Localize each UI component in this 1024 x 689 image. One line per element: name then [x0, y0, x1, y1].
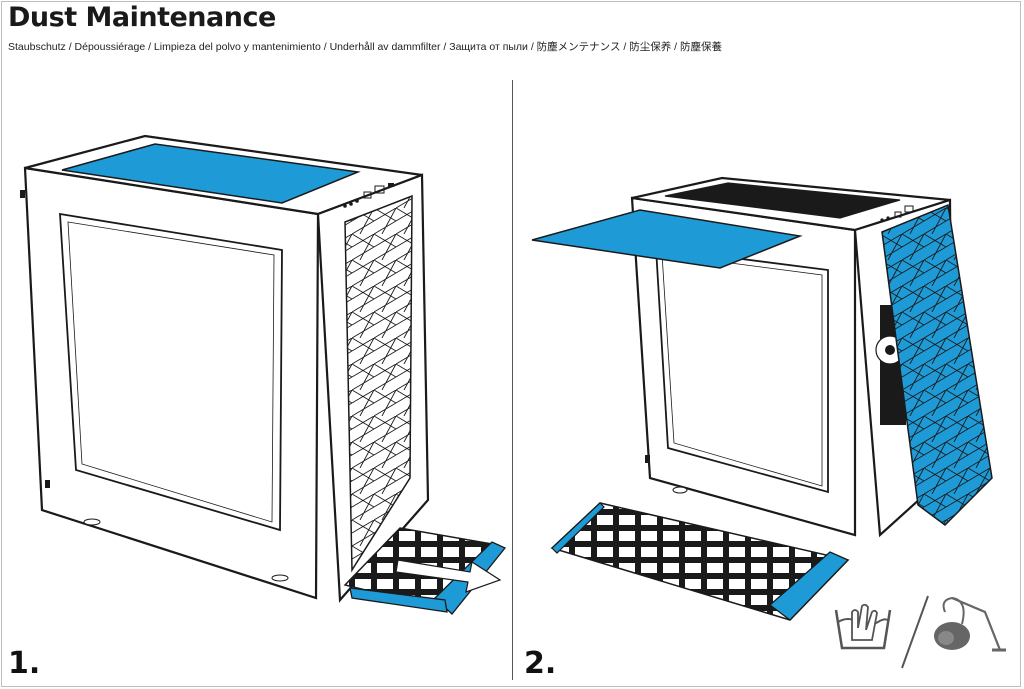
front-mesh-panel-removed-2 [881, 203, 993, 526]
front-mesh-panel-1 [344, 194, 413, 573]
panel-divider [512, 80, 513, 680]
hand-wash-icon [834, 603, 892, 650]
front-io-panel-1 [343, 183, 394, 208]
pull-arrow-icon [395, 559, 502, 593]
top-dust-filter-1 [61, 143, 361, 204]
page-title: Dust Maintenance [8, 2, 276, 33]
case-illustration-2 [531, 176, 993, 621]
vacuum-cleaner-icon [934, 596, 1006, 652]
case-illustration-1 [20, 134, 507, 615]
step-number-1: 1. [8, 646, 41, 681]
step-number-2: 2. [524, 646, 557, 681]
icon-separator [901, 595, 929, 669]
top-exposed-mesh-2 [664, 182, 901, 219]
bottom-dust-filter-removed-2 [550, 502, 850, 621]
front-io-panel-2 [880, 205, 914, 222]
page-subtitle: Staubschutz / Dépoussiérage / Limpieza d… [8, 41, 722, 53]
top-dust-filter-removed-2 [531, 209, 803, 269]
